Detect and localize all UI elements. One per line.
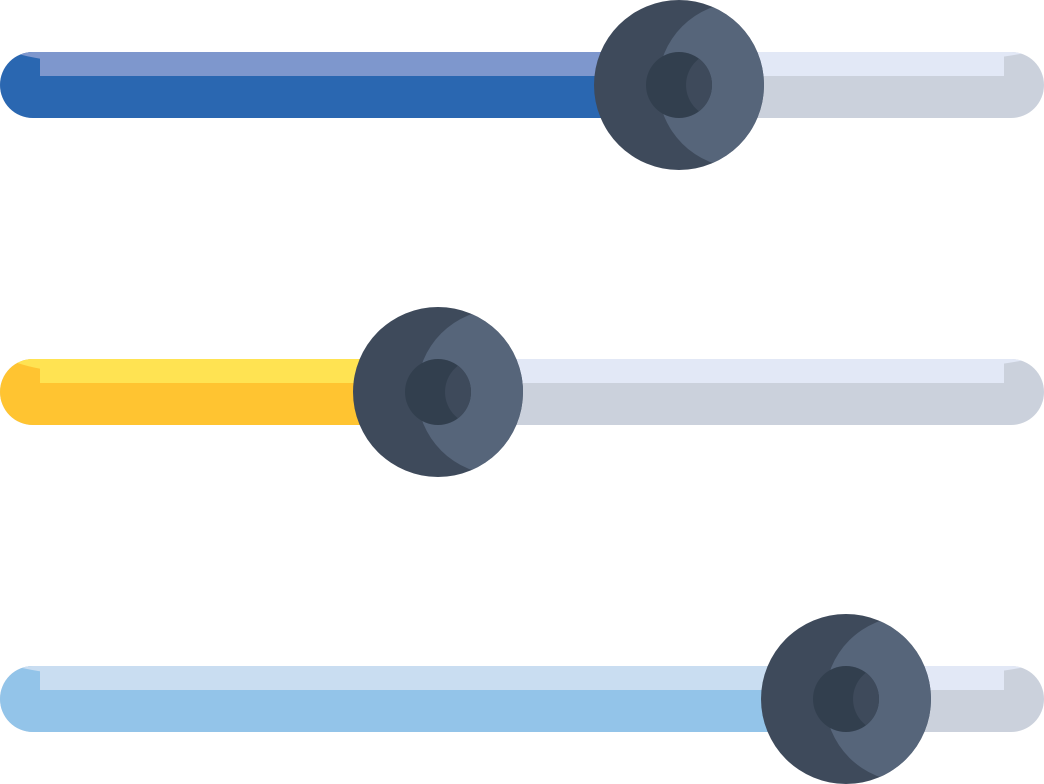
slider-fill [0,52,719,118]
slider-2[interactable] [0,307,1044,477]
slider-knob[interactable] [761,614,991,784]
slider-track[interactable] [0,319,1044,425]
slider-knob[interactable] [594,0,824,170]
slider-knob[interactable] [353,307,583,477]
slider-fill [0,666,886,732]
slider-3[interactable] [0,614,1044,784]
slider-1[interactable] [0,0,1044,170]
slider-track[interactable] [0,12,1044,118]
